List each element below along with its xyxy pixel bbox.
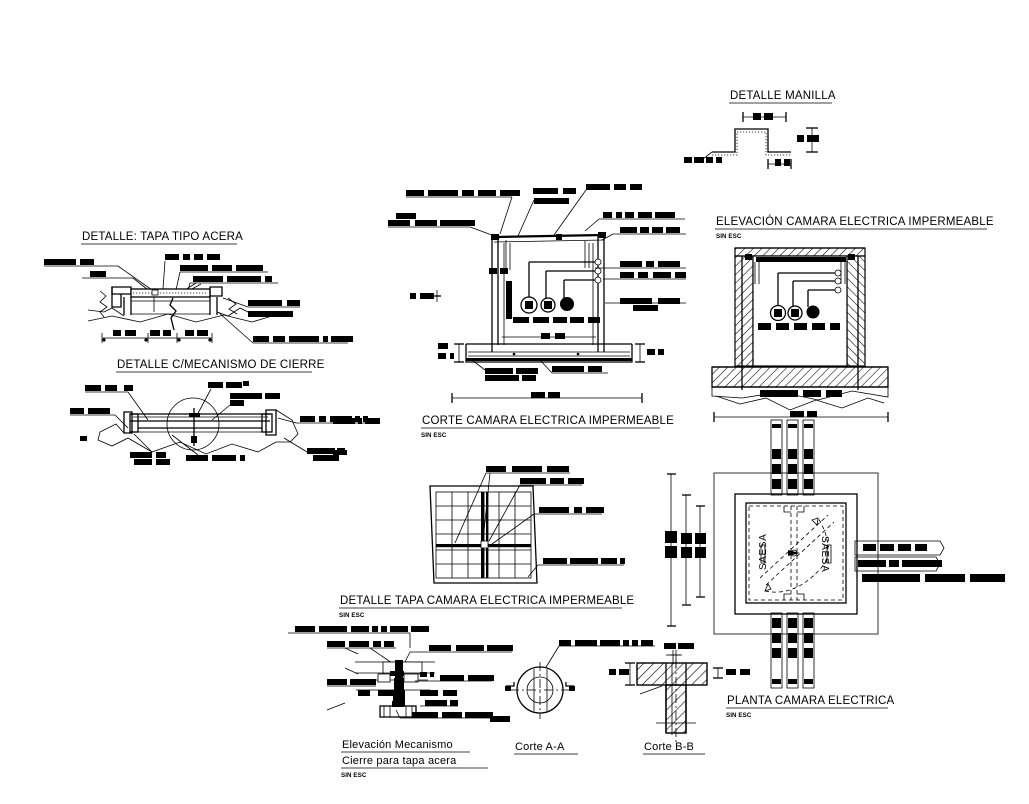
view-elevacion-mecanismo-cierre: Elevación Mecanismo Cierre para tapa ace… — [288, 626, 513, 779]
view-detalle-tapa-camara: DETALLE TAPA CAMARA ELECTRICA IMPERMEABL… — [327, 418, 634, 619]
conduits-top — [770, 419, 815, 496]
plan-label-saesa-right: SAESA — [819, 536, 830, 572]
title-corte-aa: Corte A-A — [515, 741, 565, 753]
title-tapa-tipo-acera: DETALLE: TAPA TIPO ACERA — [82, 231, 243, 243]
title-elev-mecanismo-l1: Elevación Mecanismo — [342, 739, 453, 751]
view-detalle-manilla: DETALLE MANILLA — [684, 90, 836, 169]
view-corte-aa: Corte A-A — [490, 640, 655, 755]
subtitle-planta-camara: SIN ESC — [726, 712, 752, 719]
title-planta-camara: PLANTA CAMARA ELECTRICA — [727, 695, 894, 707]
subtitle-corte-camara: SIN ESC — [421, 432, 447, 439]
title-corte-camara: CORTE CAMARA ELECTRICA IMPERMEABLE — [422, 415, 674, 427]
title-corte-bb: Corte B-B — [644, 741, 694, 753]
plan-label-saesa-left: SAESA — [758, 534, 769, 570]
plan-dimensions-left — [665, 473, 706, 627]
title-elevacion-camara: ELEVACIÓN CAMARA ELECTRICA IMPERMEABLE — [716, 215, 994, 228]
view-elevacion-camara-electrica: ELEVACIÓN CAMARA ELECTRICA IMPERMEABLE S… — [711, 215, 994, 422]
conduits-bottom — [770, 612, 815, 689]
view-corte-camara-electrica: CORTE CAMARA ELECTRICA IMPERMEABLE SIN E… — [388, 184, 686, 439]
view-detalle-tapa-tipo-acera: DETALLE: TAPA TIPO ACERA — [44, 231, 353, 344]
plan-right-callouts — [854, 540, 1005, 582]
subtitle-detalle-tapa-camara: SIN ESC — [339, 612, 365, 619]
title-detalle-tapa-camara: DETALLE TAPA CAMARA ELECTRICA IMPERMEABL… — [340, 595, 634, 607]
title-detalle-manilla: DETALLE MANILLA — [730, 90, 836, 102]
subtitle-elev-mecanismo: SIN ESC — [341, 772, 367, 779]
view-detalle-mecanismo-cierre: DETALLE C/MECANISMO DE CIERRE — [70, 359, 368, 465]
subtitle-elevacion-camara: SIN ESC — [716, 233, 742, 240]
view-planta-camara-electrica: SAESA SAESA — [664, 419, 1005, 719]
title-elev-mecanismo-l2: Cierre para tapa acera — [342, 755, 457, 767]
title-mecanismo-cierre: DETALLE C/MECANISMO DE CIERRE — [117, 359, 325, 371]
